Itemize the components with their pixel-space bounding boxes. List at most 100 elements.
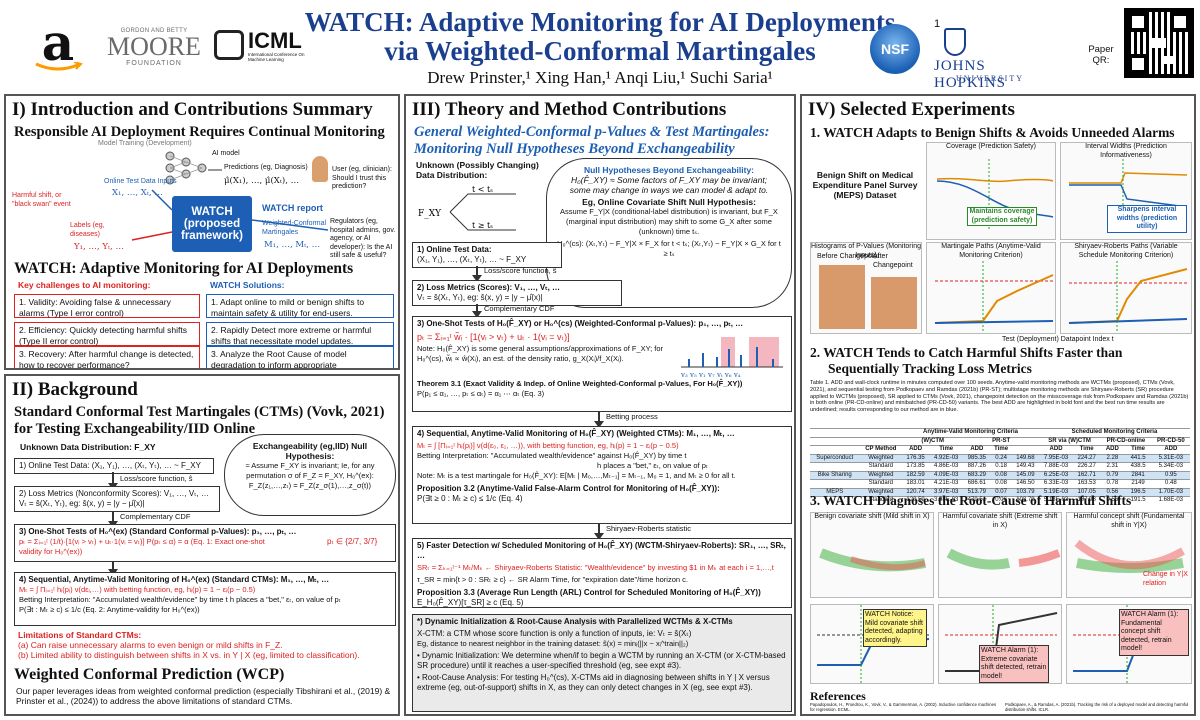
monitor-panel-b: WATCH Alarm (1): Extreme covariate shift…: [938, 604, 1062, 685]
width-plot: Interval Widths (Prediction Informativen…: [1060, 142, 1192, 240]
wcp-body: Our paper leverages ideas from weighted …: [16, 686, 391, 706]
exp1-x-axis: Test (Deployment) Datapoint Index t: [1002, 336, 1114, 343]
hist-after: After Changepoint: [873, 253, 913, 269]
wcp-title: Weighted Conformal Prediction (WCP): [14, 666, 285, 683]
section-intro: I) Introduction and Contributions Summar…: [4, 94, 400, 370]
section-subtitle: Responsible AI Deployment Requires Conti…: [14, 124, 385, 140]
section-title: III) Theory and Method Contributions: [412, 99, 727, 120]
unknown-distribution: Unknown Data Distribution: F_XY: [20, 442, 156, 452]
step-loss-metrics: 2) Loss Metrics (Scores): V₁, …, Vₜ, … V…: [412, 280, 622, 306]
online-inputs-label: Online Test Data Inputs: [104, 178, 177, 185]
poster-header: a GORDON AND BETTY MOORE FOUNDATION ICML…: [0, 0, 1200, 92]
section-subtitle-1: Standard Conformal Test Martingales (CTM…: [14, 404, 385, 420]
solutions-heading: WATCH Solutions:: [210, 280, 285, 290]
coverage-plot: Coverage (Prediction Safety) Maintains c…: [926, 142, 1056, 240]
pvalue-histograms: Histograms of P-Values (Monitoring Input…: [810, 242, 922, 334]
harmful-shift-label: Harmful shift, or "black swan" event: [12, 192, 71, 208]
online-inputs-math: X₁, …, Xₜ, …: [112, 188, 163, 198]
theorem-3-1: Theorem 3.1 (Exact Validity & Indep. of …: [417, 379, 743, 398]
cdf-label: Complementary CDF: [120, 512, 191, 521]
monitor-panel-c: WATCH Alarm (1): Fundamental concept shi…: [1066, 604, 1192, 685]
section-title: II) Background: [12, 379, 138, 400]
note-a: WATCH Notice: Mild covariate shift detec…: [863, 609, 927, 647]
predictions-math: μ̂(X₁), …, μ̂(Xₜ), …: [224, 176, 300, 186]
hist-title: Histograms of P-Values (Monitoring Input…: [811, 243, 921, 259]
svg-text:t < tₛ: t < tₛ: [472, 185, 493, 194]
coverage-title: Coverage (Prediction Safety): [946, 143, 1036, 150]
exchangeability-cloud: Exchangeability (eg,IID) Null Hypothesis…: [224, 434, 396, 516]
wcm-label: Weighted-Conformal Martingales: [262, 220, 327, 236]
benign-shift-label: Benign Shift on Medical Expenditure Pane…: [812, 170, 918, 200]
mart-title: Martingale Paths (Anytime-Valid Monitori…: [941, 243, 1041, 259]
step-online-data: 1) Online Test Data: (X₁, Y₁), …, (Xₜ, Y…: [412, 242, 562, 268]
ai-model-label: AI model: [212, 150, 240, 157]
bg-step-online-data: 1) Online Test Data: (X₁, Y₁), …, (Xₜ, Y…: [14, 458, 214, 474]
svg-text:t ≥ tₛ: t ≥ tₛ: [472, 221, 493, 230]
scatter-panel-c: Harmful concept shift (Fundamental shift…: [1066, 512, 1192, 598]
sr-title: Shiryaev-Roberts Paths (Variable Schedul…: [1074, 243, 1178, 259]
scatter-panel-b: Harmful covariate shift (Extreme shift i…: [938, 512, 1062, 598]
exp1-title: 1. WATCH Adapts to Benign Shifts & Avoid…: [810, 125, 1175, 140]
loss-label: Loss/score function, ŝ: [484, 266, 557, 275]
moore-foundation-logo: GORDON AND BETTY MOORE FOUNDATION: [107, 28, 201, 67]
overview-figure: Model Training (Development) AI model Pr…: [12, 140, 396, 259]
step-sr-procedure: 5) Faster Detection w/ Scheduled Monitor…: [412, 538, 792, 608]
watch-framework-box[interactable]: WATCH (proposed framework): [172, 196, 252, 252]
concept-flag: Change in Y|X relation: [1143, 571, 1188, 587]
wcm-math: M₁, …, Mₜ, …: [264, 240, 321, 250]
exp2-title-2: Sequentially Tracking Loss Metrics: [828, 361, 1032, 376]
limitation-b: (b) Limited ability to distinguish betwe…: [18, 650, 360, 660]
unknown-distribution: Unknown (Possibly Changing) Data Distrib…: [416, 160, 539, 180]
challenge-recovery: 3. Recovery: After harmful change is det…: [14, 346, 200, 368]
author-list: Drew Prinster,¹ Xing Han,¹ Anqi Liu,¹ Su…: [427, 68, 773, 87]
bg-step-pvalues: 3) One-Shot Tests of H₀^(ex) (Standard C…: [14, 524, 396, 562]
table-caption: Table 1. ADD and wall-clock runtime in m…: [810, 380, 1189, 414]
loss-label: Loss/score function, ŝ: [120, 474, 193, 483]
watch-heading: WATCH: Adaptive Monitoring for AI Deploy…: [14, 260, 354, 277]
sharpens-label: Sharpens interval widths (prediction uti…: [1107, 205, 1187, 233]
nsf-logo: NSF: [870, 24, 920, 74]
table-group2: Scheduled Monitoring Criteria: [1038, 428, 1190, 437]
section-title: IV) Selected Experiments: [808, 99, 1015, 120]
jhu-logo: JOHNS HOPKINS UNIVERSITY: [934, 28, 1114, 91]
solution-adapt: 1. Adapt online to mild or benign shifts…: [206, 294, 394, 318]
step-weighted-ctm: 4) Sequential, Anytime-Valid Monitoring …: [412, 426, 792, 524]
section-theory: III) Theory and Method Contributions Gen…: [404, 94, 796, 716]
affiliation-mark: 1: [934, 18, 941, 30]
scatter-panel-a: Benign covariate shift (Mild shift in X): [810, 512, 934, 598]
qr-code[interactable]: [1124, 8, 1194, 78]
section-subtitle-1: General Weighted-Conformal p-Values & Te…: [414, 124, 770, 140]
labels-math: Y₁, …, Yₜ, …: [74, 242, 124, 252]
regulators-label: Regulators (eg, hospital admins, gov. ag…: [330, 218, 396, 259]
note-b: WATCH Alarm (1): Extreme covariate shift…: [979, 645, 1049, 683]
pvalue-range: pₜ ∈ {2/7, 3/7}: [327, 537, 378, 546]
limitations-heading: Limitations of Standard CTMs:: [18, 630, 142, 640]
betting-label: Betting process: [606, 412, 658, 421]
weighted-score-diagram: v₃ v₅ v₁ v₇ vₜ v₆ v₄: [680, 337, 783, 379]
maintains-label: Maintains coverage (prediction safety): [967, 207, 1037, 226]
predictions-label: Predictions (eg, Diagnosis): [224, 164, 308, 171]
model-training-label: Model Training (Development): [98, 140, 192, 147]
user-label: User (eg, clinician): Should I trust thi…: [332, 166, 392, 190]
svg-text:F_XY: F_XY: [418, 209, 442, 219]
bg-step-loss-metrics: 2) Loss Metrics (Nonconformity Scores): …: [14, 486, 220, 512]
section-experiments: IV) Selected Experiments 1. WATCH Adapts…: [800, 94, 1196, 716]
references-list: Papadopoulos, H., Proedrou, K., Vovk, V.…: [810, 702, 1192, 714]
cdf-label: Complementary CDF: [484, 304, 555, 313]
svg-text:v₃ v₅ v₁ v₇ vₜ v₆ v₄: v₃ v₅ v₁ v₇ vₜ v₆ v₄: [680, 371, 741, 379]
bg-step-ctm: 4) Sequential, Anytime-Valid Monitoring …: [14, 572, 396, 626]
challenge-validity: 1. Validity: Avoiding false & unnecessar…: [14, 294, 200, 318]
amazon-logo: a: [30, 18, 86, 74]
reference-item: Podkopaev, A., & Ramdas, A. (2021b). Tra…: [1005, 702, 1189, 712]
section-background: II) Background Standard Conformal Test M…: [4, 374, 400, 716]
hist-before: Before Changepoint: [817, 253, 880, 260]
table-group1: Anytime-Valid Monitoring Criteria: [902, 428, 1039, 437]
section-subtitle-2: Monitoring Null Hypotheses Beyond Exchan…: [414, 141, 735, 157]
challenges-heading: Key challenges to AI monitoring:: [18, 280, 151, 290]
